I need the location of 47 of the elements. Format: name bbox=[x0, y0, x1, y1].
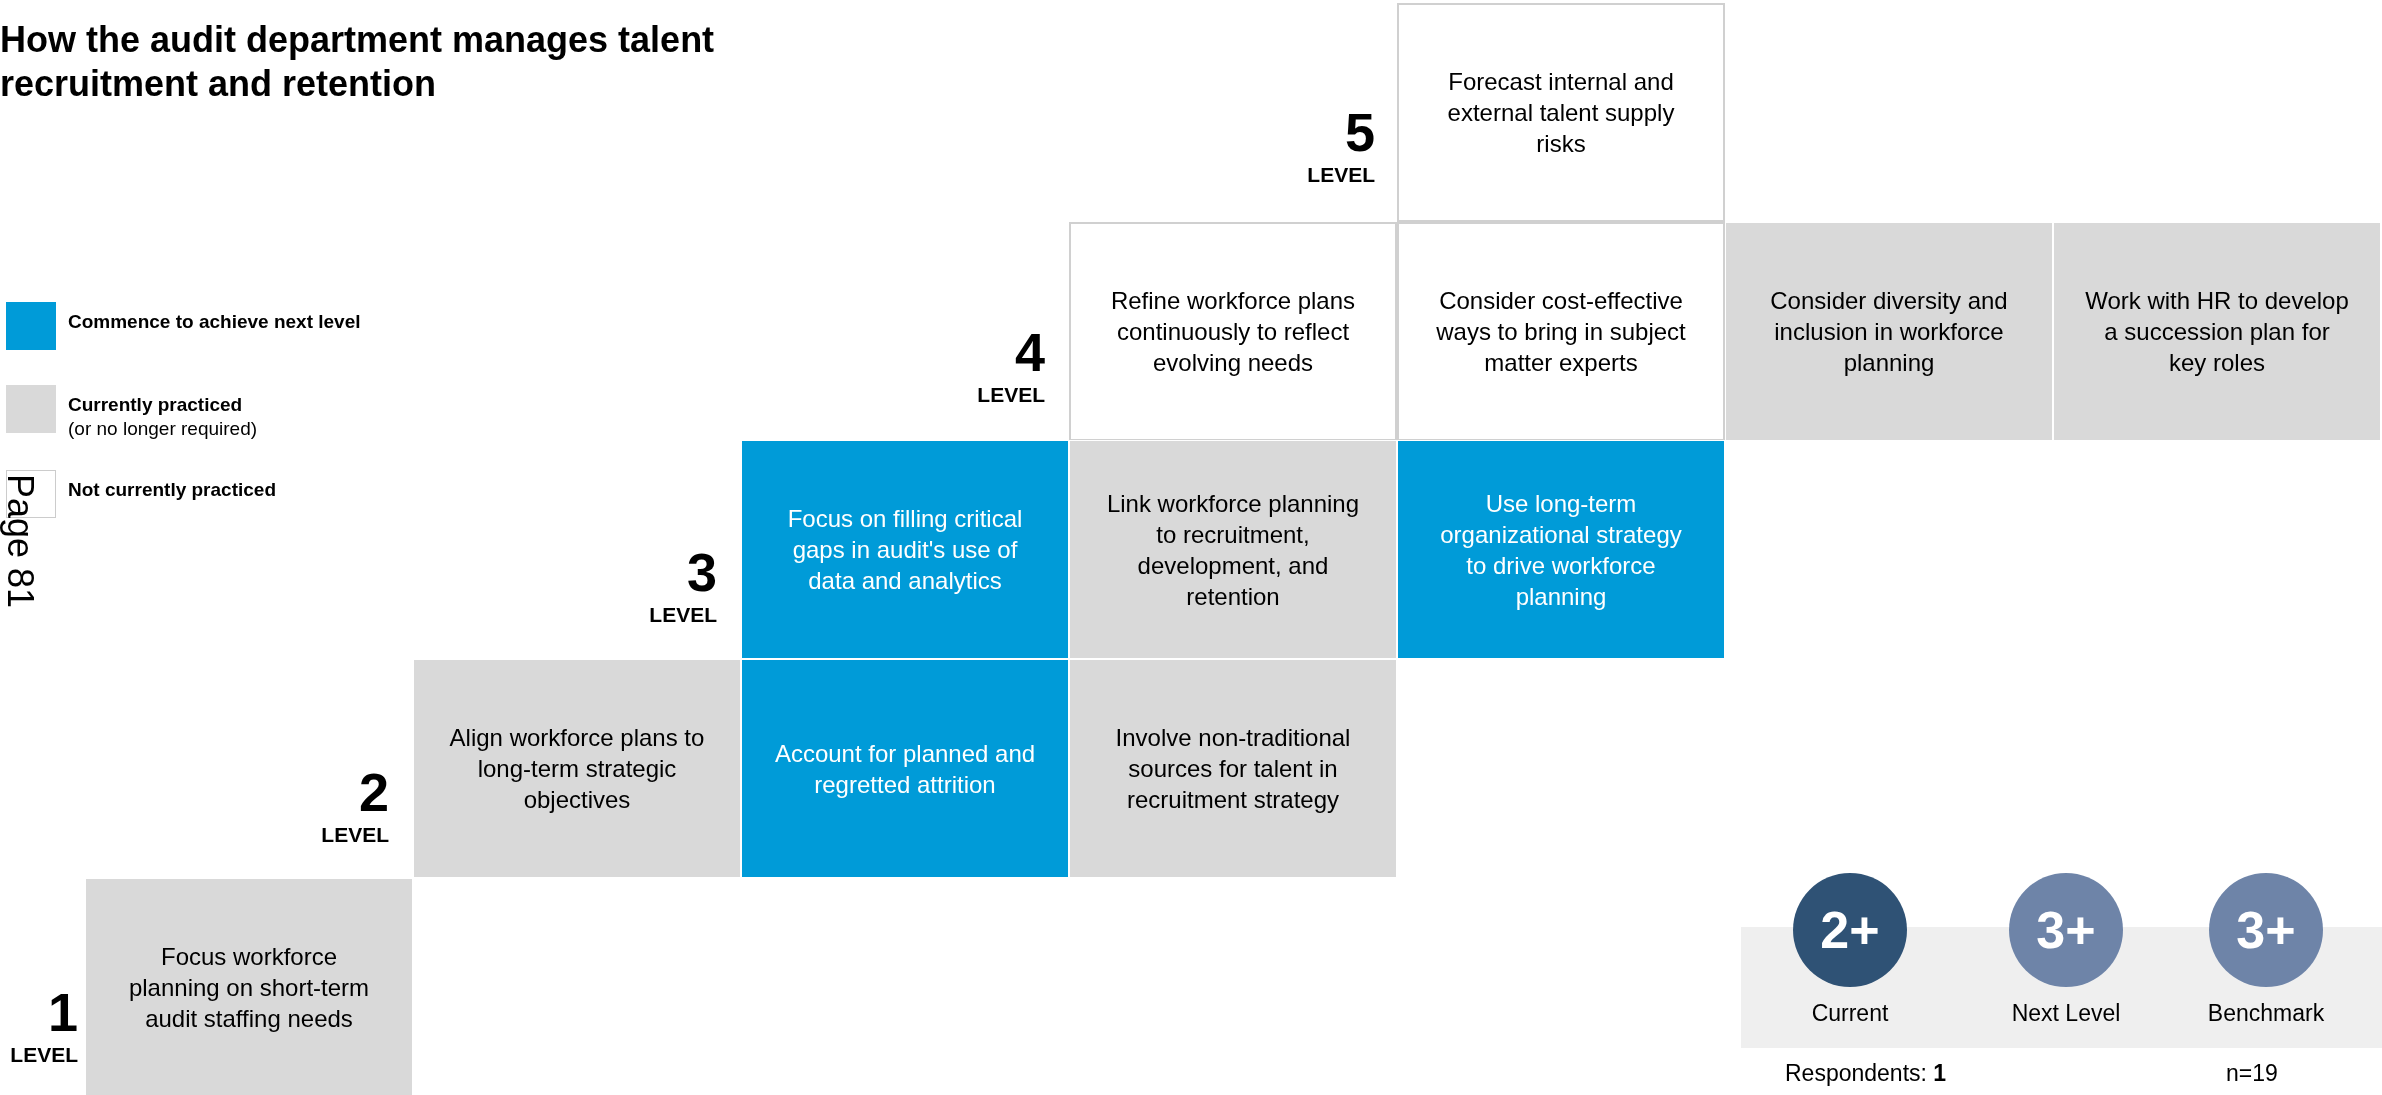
level-label: LEVEL bbox=[977, 383, 1045, 407]
box-text: Consider diversity and inclusion in workforce planning bbox=[1769, 286, 2009, 378]
box-text: Align workforce plans to long-term strategic objectives bbox=[448, 723, 706, 815]
level-number: 3 bbox=[686, 545, 717, 599]
practice-box bbox=[413, 659, 741, 878]
practice-box bbox=[2053, 222, 2381, 441]
page-number: Page 81 bbox=[0, 472, 41, 611]
practice-box bbox=[85, 878, 413, 1095]
title: How the audit department manages talent recruitment and retention bbox=[0, 18, 716, 106]
sample-size: n=19 bbox=[2226, 1060, 2278, 1087]
level-label: LEVEL bbox=[321, 823, 389, 847]
level-number: 1 bbox=[47, 985, 78, 1039]
respondents-note: Respondents: 1 bbox=[1785, 1060, 1947, 1087]
level-number: 4 bbox=[1014, 325, 1045, 379]
practice-box bbox=[1069, 440, 1397, 659]
score-value: 3+ bbox=[2036, 900, 2096, 960]
practice-box bbox=[1069, 222, 1397, 441]
practice-box bbox=[741, 659, 1069, 878]
level-label: LEVEL bbox=[10, 1043, 78, 1067]
score-caption: Current bbox=[1810, 1000, 1890, 1027]
level-number: 2 bbox=[358, 765, 389, 819]
box-text: Refine workforce plans continuously to reflect evolving needs bbox=[1109, 286, 1357, 378]
box-text: Use long-term organizational strategy to drive workforce planning bbox=[1439, 488, 1683, 612]
practice-box bbox=[1397, 222, 1725, 441]
practice-box bbox=[1069, 659, 1397, 878]
level-label: LEVEL bbox=[1307, 163, 1375, 187]
score-caption: Benchmark bbox=[2206, 1000, 2326, 1027]
legend-label: Currently practiced (or no longer required) bbox=[68, 393, 259, 441]
practice-box bbox=[1397, 440, 1725, 659]
box-text: Work with HR to develop a succession plan for key roles bbox=[2084, 286, 2350, 378]
box-text: Focus workforce planning on short-term audit staffing needs bbox=[127, 942, 371, 1034]
legend-label: Not currently practiced bbox=[68, 478, 277, 502]
legend-label: Commence to achieve next level bbox=[68, 310, 362, 334]
score-value: 3+ bbox=[2236, 900, 2296, 960]
practice-box bbox=[1725, 222, 2053, 441]
level-label: LEVEL bbox=[649, 603, 717, 627]
box-text: Forecast internal and external talent supply risks bbox=[1446, 67, 1676, 159]
box-text: Consider cost-effective ways to bring in subject matter experts bbox=[1435, 286, 1687, 378]
score-value: 2+ bbox=[1820, 900, 1880, 960]
box-text: Involve non-traditional sources for talent in recruitment strategy bbox=[1114, 723, 1352, 815]
practice-box bbox=[1397, 3, 1725, 222]
box-text: Account for planned and regretted attrition bbox=[773, 738, 1037, 800]
level-number: 5 bbox=[1344, 105, 1375, 159]
box-text: Focus on filling critical gaps in audit's use of data and analytics bbox=[786, 504, 1024, 596]
box-text: Link workforce planning to recruitment, development, and retention bbox=[1105, 488, 1361, 612]
score-caption: Next Level bbox=[2010, 1000, 2122, 1027]
practice-box bbox=[741, 440, 1069, 659]
